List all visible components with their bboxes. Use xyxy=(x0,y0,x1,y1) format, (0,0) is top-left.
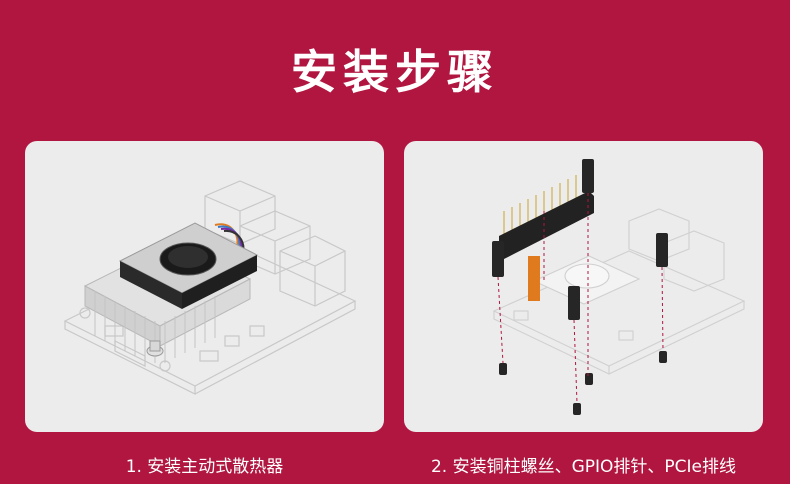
guide-lines xyxy=(497,193,664,404)
pcie-ribbon xyxy=(528,256,540,301)
mount-screw xyxy=(146,340,164,357)
step-1-card xyxy=(25,141,384,432)
board-outline xyxy=(63,180,357,395)
step-2-caption: 2. 安装铜柱螺丝、GPIO排针、PCIe排线 xyxy=(430,457,737,477)
fan-housing xyxy=(118,222,259,309)
standoffs xyxy=(492,159,668,320)
board-outline xyxy=(492,208,746,375)
gpio-header xyxy=(499,175,594,259)
step-2-illustration xyxy=(492,159,746,415)
page-title: 安装步骤 xyxy=(291,45,499,99)
screws xyxy=(499,351,667,415)
step-1-caption: 1. 安装主动式散热器 xyxy=(125,457,284,477)
step-1-illustration xyxy=(63,180,357,395)
step-2-card xyxy=(404,141,763,432)
